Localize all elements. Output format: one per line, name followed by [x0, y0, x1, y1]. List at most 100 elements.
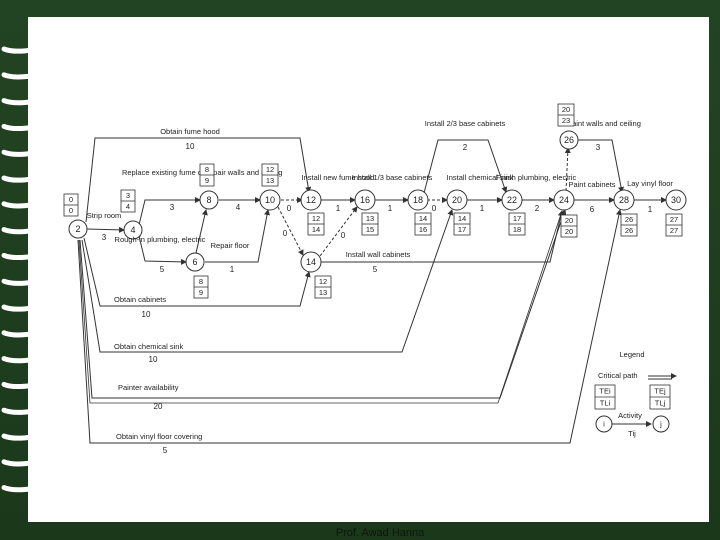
- node-30-label: 30: [671, 195, 681, 205]
- time-tag-values: 0 0 3 4 8 9 8 9 12 13 12 14 12 13 13 15 …: [69, 105, 678, 297]
- node-10: [259, 189, 281, 211]
- duration-paint-cabinets: 6: [590, 205, 595, 214]
- te-n12: 12: [312, 214, 320, 223]
- label-strip-room: Strip room: [87, 211, 122, 220]
- label-finish: Finish plumbing, electric: [496, 173, 577, 182]
- node-8: [199, 190, 219, 210]
- legend-tl-i: TLi: [600, 399, 611, 408]
- tl-n24: 20: [565, 227, 573, 236]
- te-n28: 26: [625, 215, 633, 224]
- label-obtain-fume-hood: Obtain fume hood: [160, 127, 220, 136]
- duration-strip: 3: [102, 233, 107, 242]
- arrow-paint-walls: [578, 139, 625, 193]
- arrow-wall-cabinets: [321, 210, 564, 263]
- legend-critical-label: Critical path: [598, 371, 638, 380]
- time-tags: [63, 103, 683, 299]
- arrow-painter-2: [78, 210, 563, 404]
- label-obtain-cabinets: Obtain cabinets: [114, 295, 166, 304]
- node-6-label: 6: [192, 257, 197, 267]
- duration-replace: 3: [170, 203, 175, 212]
- te-n8: 8: [205, 165, 209, 174]
- activity-labels: Obtain fume hood Strip room Replace exis…: [87, 119, 674, 441]
- te-n10: 12: [266, 165, 274, 174]
- label-paint-walls: Paint walls and ceiling: [567, 119, 641, 128]
- duration-repair-floor: 1: [230, 265, 235, 274]
- te-n18: 14: [419, 214, 427, 223]
- arrow-10-14: [277, 206, 304, 256]
- tl-n26: 23: [562, 116, 570, 125]
- duration-wall-cabinets: 5: [373, 265, 378, 274]
- tl-n14: 13: [319, 288, 327, 297]
- label-strip-room-text: Strip room: [87, 211, 122, 220]
- label-repair-floor: Repair floor: [211, 241, 250, 250]
- node-14: [300, 251, 322, 273]
- te-n24: 20: [565, 216, 573, 225]
- arrow-obtain-cabinets: [83, 237, 311, 307]
- arrow-14-16: [319, 206, 358, 257]
- node-18: [407, 189, 429, 211]
- legend-node-j: [652, 415, 670, 433]
- arrow-obtain-floor: [77, 209, 622, 444]
- label-obtain-sink: Obtain chemical sink: [114, 342, 183, 351]
- node-4-label: 4: [130, 225, 135, 235]
- node-14-label: 14: [306, 257, 316, 267]
- duration-lay-floor: 1: [648, 205, 653, 214]
- tl-n6: 9: [199, 288, 203, 297]
- node-6: [185, 252, 205, 272]
- duration-paint-walls: 3: [596, 143, 601, 152]
- node-2-label: 2: [75, 224, 80, 234]
- node-24: [553, 189, 575, 211]
- legend-tij: Tij: [628, 429, 636, 438]
- duration-finish: 2: [535, 204, 540, 213]
- label-lay-floor: Lay vinyl floor: [627, 179, 673, 188]
- te-n30: 27: [670, 215, 678, 224]
- node-28: [613, 189, 635, 211]
- duration-obtain-sink: 10: [149, 355, 158, 364]
- node-26: [559, 130, 579, 150]
- slide-footer: Prof. Awad Hanna: [335, 527, 425, 539]
- duration-obtain-cabinets: 10: [142, 310, 151, 319]
- duration-painter: 20: [154, 402, 163, 411]
- legend-te-j: TEj: [654, 387, 666, 396]
- label-repair-walls: Repair walls and ceiling: [204, 168, 283, 177]
- event-nodes: [68, 130, 687, 273]
- tl-n20: 17: [458, 225, 466, 234]
- node-28-label: 28: [619, 195, 629, 205]
- duration-16-18: 0: [432, 204, 437, 213]
- duration-install-hood: 1: [336, 204, 341, 213]
- label-paint-cabinets: Paint cabinets: [568, 180, 615, 189]
- node-10-label: 10: [265, 195, 275, 205]
- legend-tl-j: TLj: [655, 399, 666, 408]
- legend-title: Legend: [619, 350, 644, 359]
- legend-j: j: [659, 420, 662, 429]
- arrow-repair-floor: [205, 209, 271, 263]
- node-16-label: 16: [360, 195, 370, 205]
- duration-install-sink: 1: [480, 204, 485, 213]
- tl-n4: 4: [126, 202, 130, 211]
- label-replace-duct: Replace existing fume duct: [122, 168, 213, 177]
- arrow-24-26: [564, 147, 571, 192]
- tl-n10: 13: [266, 176, 274, 185]
- te-n4: 3: [126, 191, 130, 200]
- arrow-replace-duct: [138, 197, 201, 226]
- node-26-label: 26: [564, 135, 574, 145]
- arrow-install-base-23: [423, 139, 508, 194]
- duration-obtain-floor: 5: [163, 446, 168, 455]
- label-install-base-23: Install 2/3 base cabinets: [425, 119, 506, 128]
- arrow-painter: [79, 209, 567, 399]
- duration-repair-walls: 4: [236, 203, 241, 212]
- node-labels: 2 4 6 8 10 12 14 16 18 20 22 24 26 28 30: [75, 135, 681, 267]
- label-painter: Painter availability: [118, 383, 179, 392]
- node-12-label: 12: [306, 195, 316, 205]
- te-n20: 14: [458, 214, 466, 223]
- node-8-label: 8: [206, 195, 211, 205]
- legend-te-i: TEi: [599, 387, 611, 396]
- node-2: [68, 219, 88, 239]
- arrow-obtain-fume-hood: [85, 137, 312, 223]
- tl-n18: 16: [419, 225, 427, 234]
- te-n22: 17: [513, 214, 521, 223]
- node-20: [446, 189, 468, 211]
- tl-n28: 26: [625, 226, 633, 235]
- node-18-label: 18: [413, 195, 423, 205]
- label-rough-in: Rough-in plumbing, electric: [115, 235, 206, 244]
